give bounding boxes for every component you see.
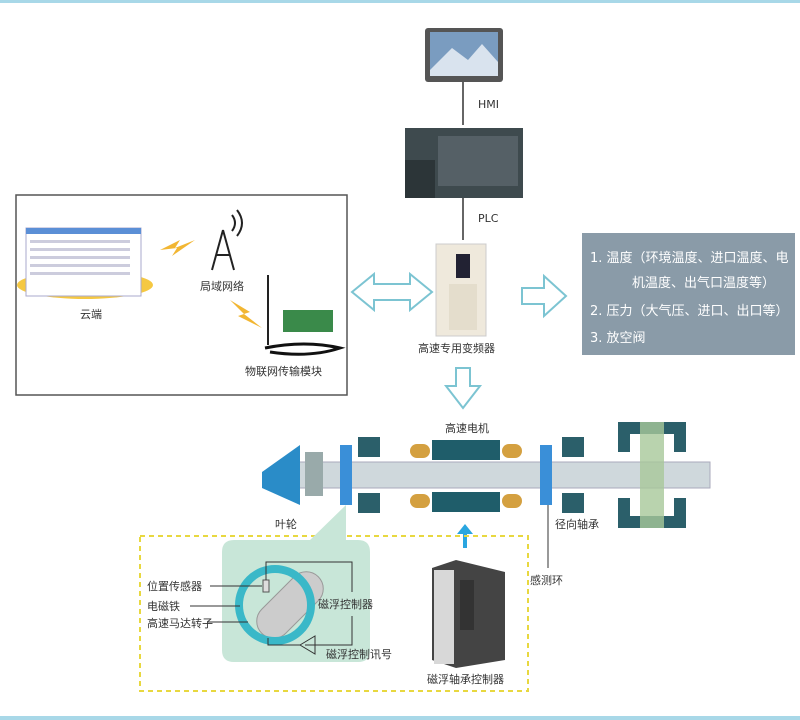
down-arrow	[443, 367, 483, 410]
top-border	[0, 0, 800, 3]
bearing-controller-label: 磁浮轴承控制器	[427, 672, 504, 686]
lan-label: 局域网络	[200, 279, 244, 293]
lightning-icon	[230, 300, 262, 328]
iot-label: 物联网传输模块	[245, 364, 322, 378]
control-signal-label: 磁浮控制讯号	[326, 647, 392, 661]
list-item-pressure: 2. 压力（大气压、进口、出口等）	[590, 303, 789, 319]
vfd-device	[435, 243, 487, 337]
plc-label: PLC	[478, 212, 499, 225]
rotor-bearing-illustration	[235, 561, 353, 655]
motor-stator-top	[432, 440, 500, 460]
vfd-label: 高速专用变频器	[418, 341, 495, 355]
sensing-ring-label: 感测环	[530, 574, 563, 587]
cloud-label: 云端	[80, 308, 102, 321]
lightning-icon	[160, 240, 195, 256]
radial-bearing-right	[540, 445, 552, 505]
plc-device	[405, 128, 523, 198]
bottom-border	[0, 716, 800, 720]
rotor-label: 高速马达转子	[147, 616, 213, 630]
motor-assembly	[262, 422, 711, 528]
hmi-device	[425, 28, 503, 82]
antenna-tower-icon	[211, 209, 243, 271]
impeller	[262, 445, 300, 505]
list-item-temperature: 1. 温度（环境温度、进口温度、电	[590, 250, 789, 266]
maglev-controller-label: 磁浮控制器	[318, 597, 373, 611]
bidirectional-arrow	[350, 271, 434, 313]
right-arrow	[521, 273, 568, 319]
motor-stator-bottom	[432, 492, 500, 512]
iot-module	[264, 275, 346, 356]
bearing-controller-pc	[432, 560, 505, 668]
position-sensor-label: 位置传感器	[147, 579, 202, 593]
list-item-vent-valve: 3. 放空阀	[590, 331, 646, 346]
cloud-screenshot	[17, 227, 153, 299]
list-item-temperature-cont: 机温度、出气口温度等）	[632, 275, 775, 291]
electromagnet-label: 电磁铁	[147, 600, 180, 613]
radial-bearing-left	[340, 445, 352, 505]
impeller-label: 叶轮	[275, 517, 297, 531]
radial-bearing-label: 径向轴承	[555, 517, 599, 531]
monitoring-list-panel	[582, 233, 795, 355]
hmi-label: HMI	[478, 98, 499, 111]
motor-label: 高速电机	[445, 421, 489, 435]
